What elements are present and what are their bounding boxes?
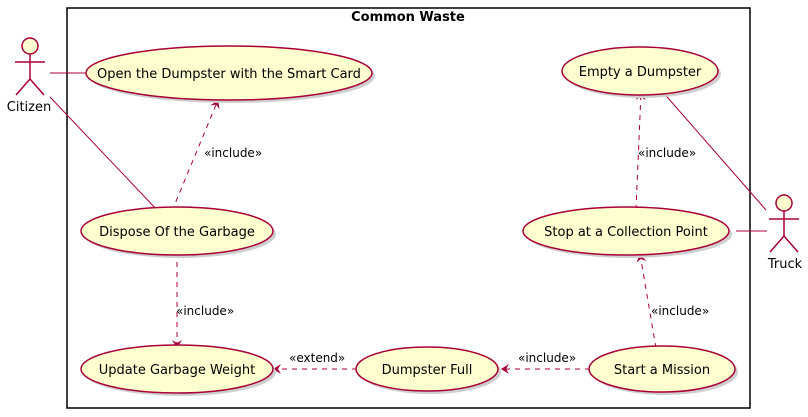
actor-truck: Truck: [767, 194, 803, 272]
actor-truck-label: Truck: [767, 257, 803, 272]
system-title: Common Waste: [351, 10, 465, 25]
include-label-full: «include»: [518, 351, 576, 365]
usecase-stop-collection-label: Stop at a Collection Point: [544, 225, 708, 240]
include-label-stop: «include»: [651, 304, 709, 318]
include-label-update: «include»: [176, 304, 234, 318]
usecase-empty-dumpster: Empty a Dumpster: [561, 46, 721, 98]
extend-label: «extend»: [289, 351, 345, 365]
usecase-empty-dumpster-label: Empty a Dumpster: [579, 65, 702, 80]
usecase-start-mission-label: Start a Mission: [614, 363, 710, 378]
usecase-dispose-garbage-label: Dispose Of the Garbage: [99, 225, 255, 240]
usecase-open-dumpster-label: Open the Dumpster with the Smart Card: [97, 67, 361, 82]
include-label-open: «include»: [204, 146, 262, 160]
association-citizen-dispose: [49, 96, 159, 212]
usecase-update-weight-label: Update Garbage Weight: [99, 363, 256, 378]
actor-citizen-figure: [15, 37, 45, 96]
usecase-dumpster-full-label: Dumpster Full: [382, 363, 473, 378]
usecase-stop-collection: Stop at a Collection Point: [522, 206, 732, 258]
usecase-update-weight: Update Garbage Weight: [80, 344, 276, 396]
usecase-dispose-garbage: Dispose Of the Garbage: [80, 206, 276, 258]
include-dispose-open: [171, 99, 220, 212]
actor-truck-figure: [769, 194, 799, 253]
actor-citizen-label: Citizen: [7, 100, 51, 115]
include-label-empty: «include»: [638, 146, 696, 160]
association-truck-empty: [660, 89, 767, 211]
usecase-open-dumpster: Open the Dumpster with the Smart Card: [85, 45, 375, 103]
usecase-start-mission: Start a Mission: [588, 345, 738, 395]
usecase-dumpster-full: Dumpster Full: [355, 346, 501, 394]
actor-citizen: Citizen: [7, 37, 51, 115]
